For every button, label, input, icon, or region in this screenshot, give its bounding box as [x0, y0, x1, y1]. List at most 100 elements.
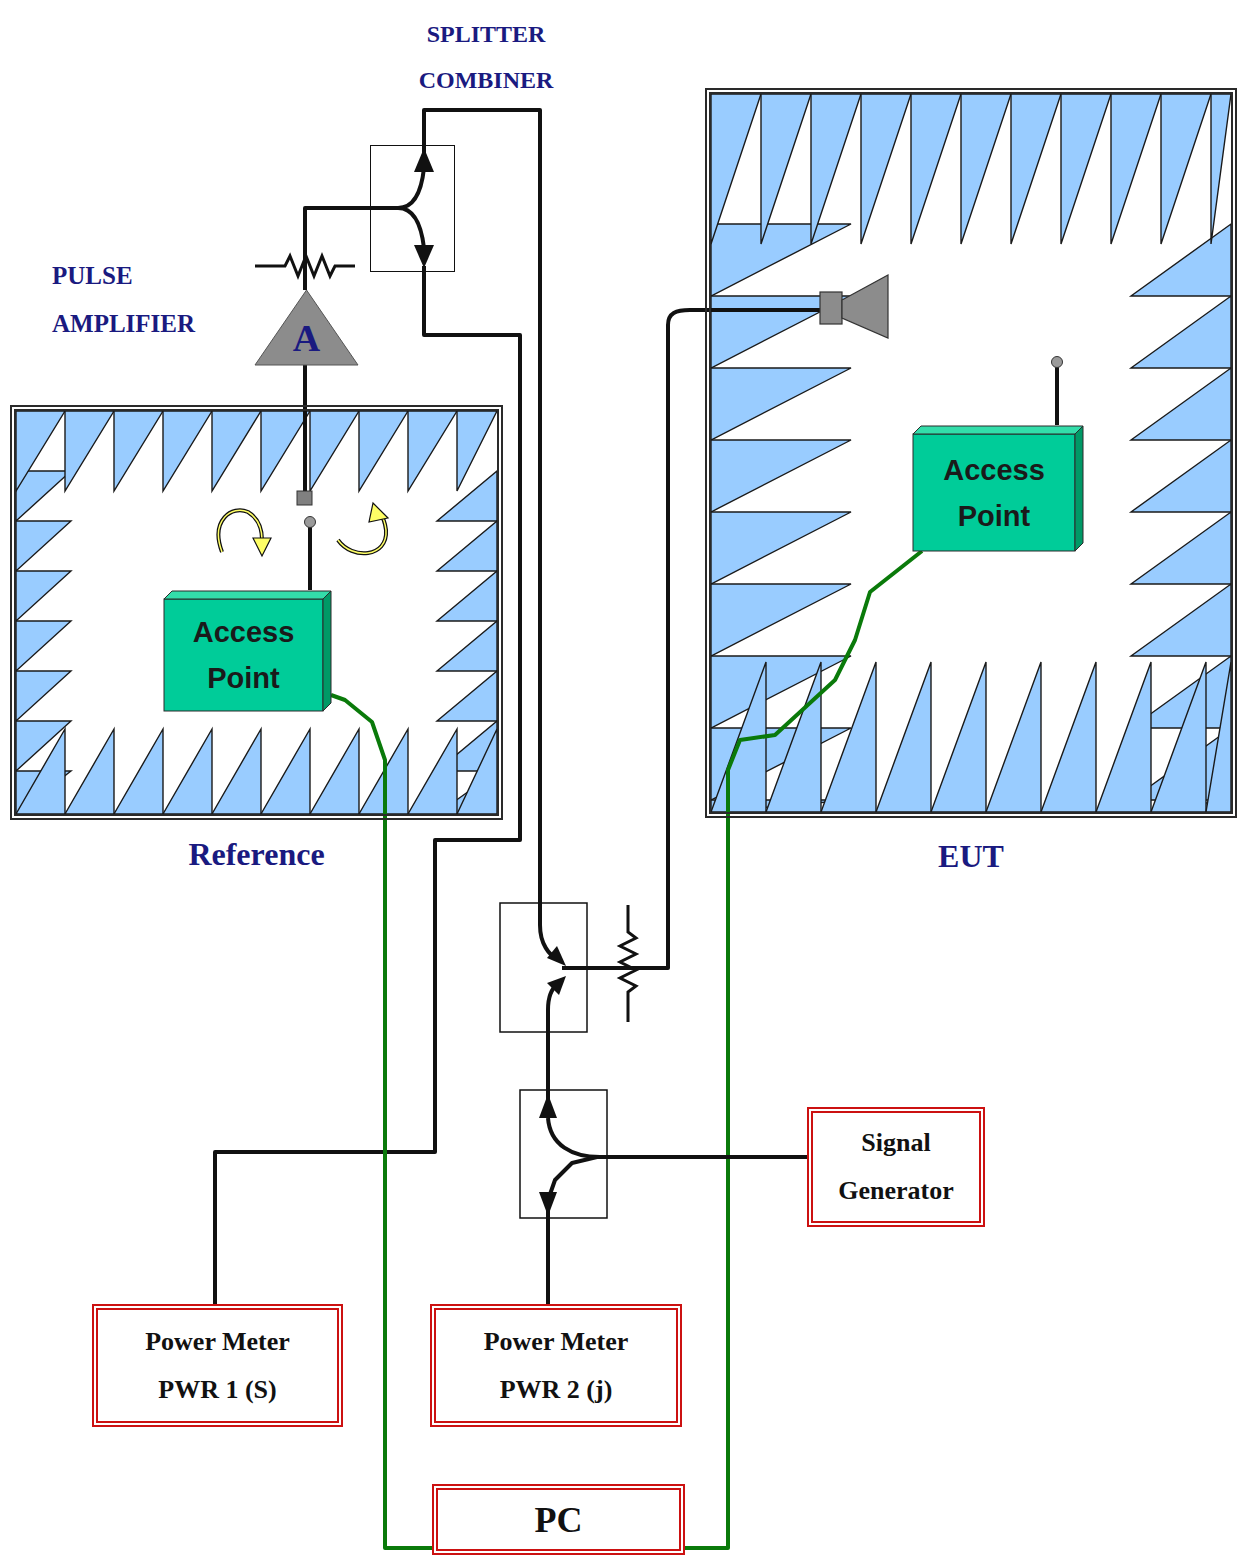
absorber-pyramid: [1131, 512, 1231, 584]
antenna-tip: [305, 517, 316, 528]
absorber-pyramid: [114, 729, 163, 814]
absorber-pyramid: [1206, 662, 1231, 812]
device-label: Access Point: [913, 447, 1075, 539]
absorber-pyramid: [212, 729, 261, 814]
absorber-pyramid: [711, 656, 851, 728]
splitter-branch: [548, 1118, 600, 1157]
antenna: [308, 527, 312, 590]
absorber-pyramid: [911, 94, 961, 244]
absorber-pyramid: [1111, 94, 1161, 244]
absorber-pyramid: [931, 662, 986, 812]
absorber-pyramid: [437, 671, 497, 721]
absorber-pyramid: [437, 571, 497, 621]
absorber-pyramid: [1161, 94, 1211, 244]
absorber-pyramid: [1211, 94, 1231, 244]
absorber-pyramid: [114, 411, 163, 491]
rotation-arrow: [219, 510, 262, 552]
absorber-pyramid: [437, 621, 497, 671]
instrument-box: PC: [432, 1484, 685, 1555]
absorber-pyramid: [437, 521, 497, 571]
absorber-pyramid: [457, 729, 497, 814]
amplifier-triangle: APULSE AMPLIFIER: [255, 290, 358, 365]
rotation-arrowhead: [369, 503, 388, 522]
rotation-arrowhead: [253, 538, 271, 556]
antenna-tip: [1052, 357, 1063, 368]
access-point-top: [913, 426, 1083, 434]
device-label: Access Point: [164, 609, 323, 701]
absorber-pyramid: [1131, 584, 1231, 656]
absorber-pyramid: [261, 411, 310, 491]
absorber-pyramid: [1131, 224, 1231, 296]
absorber-pyramid: [711, 440, 851, 512]
access-point-side: [1075, 426, 1083, 551]
absorber-pyramid: [261, 729, 310, 814]
splitter-box: [520, 1090, 607, 1218]
absorber-pyramid: [310, 411, 359, 491]
connector-wire: [305, 208, 370, 290]
absorber-pyramid: [711, 512, 851, 584]
access-point-shape: [913, 426, 1083, 551]
absorber-pyramid: [212, 411, 261, 491]
absorber-pyramid: [16, 621, 71, 671]
absorber-pyramid: [1041, 662, 1096, 812]
absorber-pyramid: [1131, 440, 1231, 512]
chamber-label: EUT: [711, 836, 1231, 876]
absorber-pyramid: [359, 411, 408, 491]
absorber-pyramid: [711, 94, 761, 244]
access-point-top: [164, 591, 331, 599]
absorber-pyramid: [861, 94, 911, 244]
absorber-pyramid: [65, 729, 114, 814]
access-point-box: Access Point: [913, 426, 1083, 551]
absorber-pyramid: [310, 729, 359, 814]
splitter-label: SPLITTER COMBINER: [386, 11, 586, 103]
absorber-pyramid: [1096, 662, 1151, 812]
absorber-pyramid: [408, 411, 457, 491]
component-label: PULSE AMPLIFIER: [52, 252, 237, 348]
arrowhead: [547, 976, 566, 995]
absorber-pyramids: [16, 94, 1231, 814]
component-label: SPLITTER COMBINER: [386, 11, 586, 103]
amplifier-label: PULSE AMPLIFIER: [52, 252, 237, 348]
attenuator-symbol: [620, 905, 636, 1022]
connector-wire: [215, 272, 520, 1304]
absorber-pyramid: [711, 368, 851, 440]
amplifier-shape: [255, 290, 358, 365]
splitter-branch: [398, 208, 424, 248]
absorber-pyramid: [163, 729, 212, 814]
access-point-face-text: Access Point: [164, 599, 323, 711]
absorber-pyramid: [1151, 662, 1206, 812]
splitter-combiner-box: SPLITTER COMBINER: [370, 145, 455, 272]
amplifier-symbol-text: A: [255, 316, 358, 360]
chamber-label: Reference: [16, 834, 497, 874]
instrument-label: Signal Generator: [821, 1119, 971, 1215]
absorber-pyramid: [16, 411, 65, 491]
absorber-pyramid: [163, 411, 212, 491]
instrument-label: PC: [454, 1498, 664, 1542]
horn-antenna: [820, 292, 842, 324]
connector-wire: [548, 1157, 807, 1304]
splitter-branch: [370, 168, 424, 208]
connector-wire: [685, 551, 922, 1548]
instrument-box: Power Meter PWR 2 (j): [430, 1304, 682, 1427]
anechoic-chamber: EUTAccess Point: [705, 88, 1237, 818]
instrument-box: Signal Generator: [807, 1107, 985, 1227]
absorber-pyramid: [1061, 94, 1111, 244]
absorber-pyramid: [408, 729, 457, 814]
absorber-pyramid: [876, 662, 931, 812]
absorber-pyramid: [16, 571, 71, 621]
arrowhead: [414, 245, 434, 268]
absorber-pyramid: [711, 584, 851, 656]
antenna: [1055, 366, 1059, 425]
absorber-pyramid: [457, 411, 497, 491]
absorber-pyramid: [761, 94, 811, 244]
wire: [424, 110, 556, 958]
absorber-pyramid: [811, 94, 861, 244]
absorber-pyramid: [986, 662, 1041, 812]
rotation-arrow: [219, 510, 262, 552]
chamber-label: Reference: [16, 834, 497, 874]
absorber-pyramid: [711, 224, 851, 296]
probe: [297, 491, 312, 505]
horn-antenna: [842, 275, 888, 338]
absorber-pyramid: [65, 411, 114, 491]
